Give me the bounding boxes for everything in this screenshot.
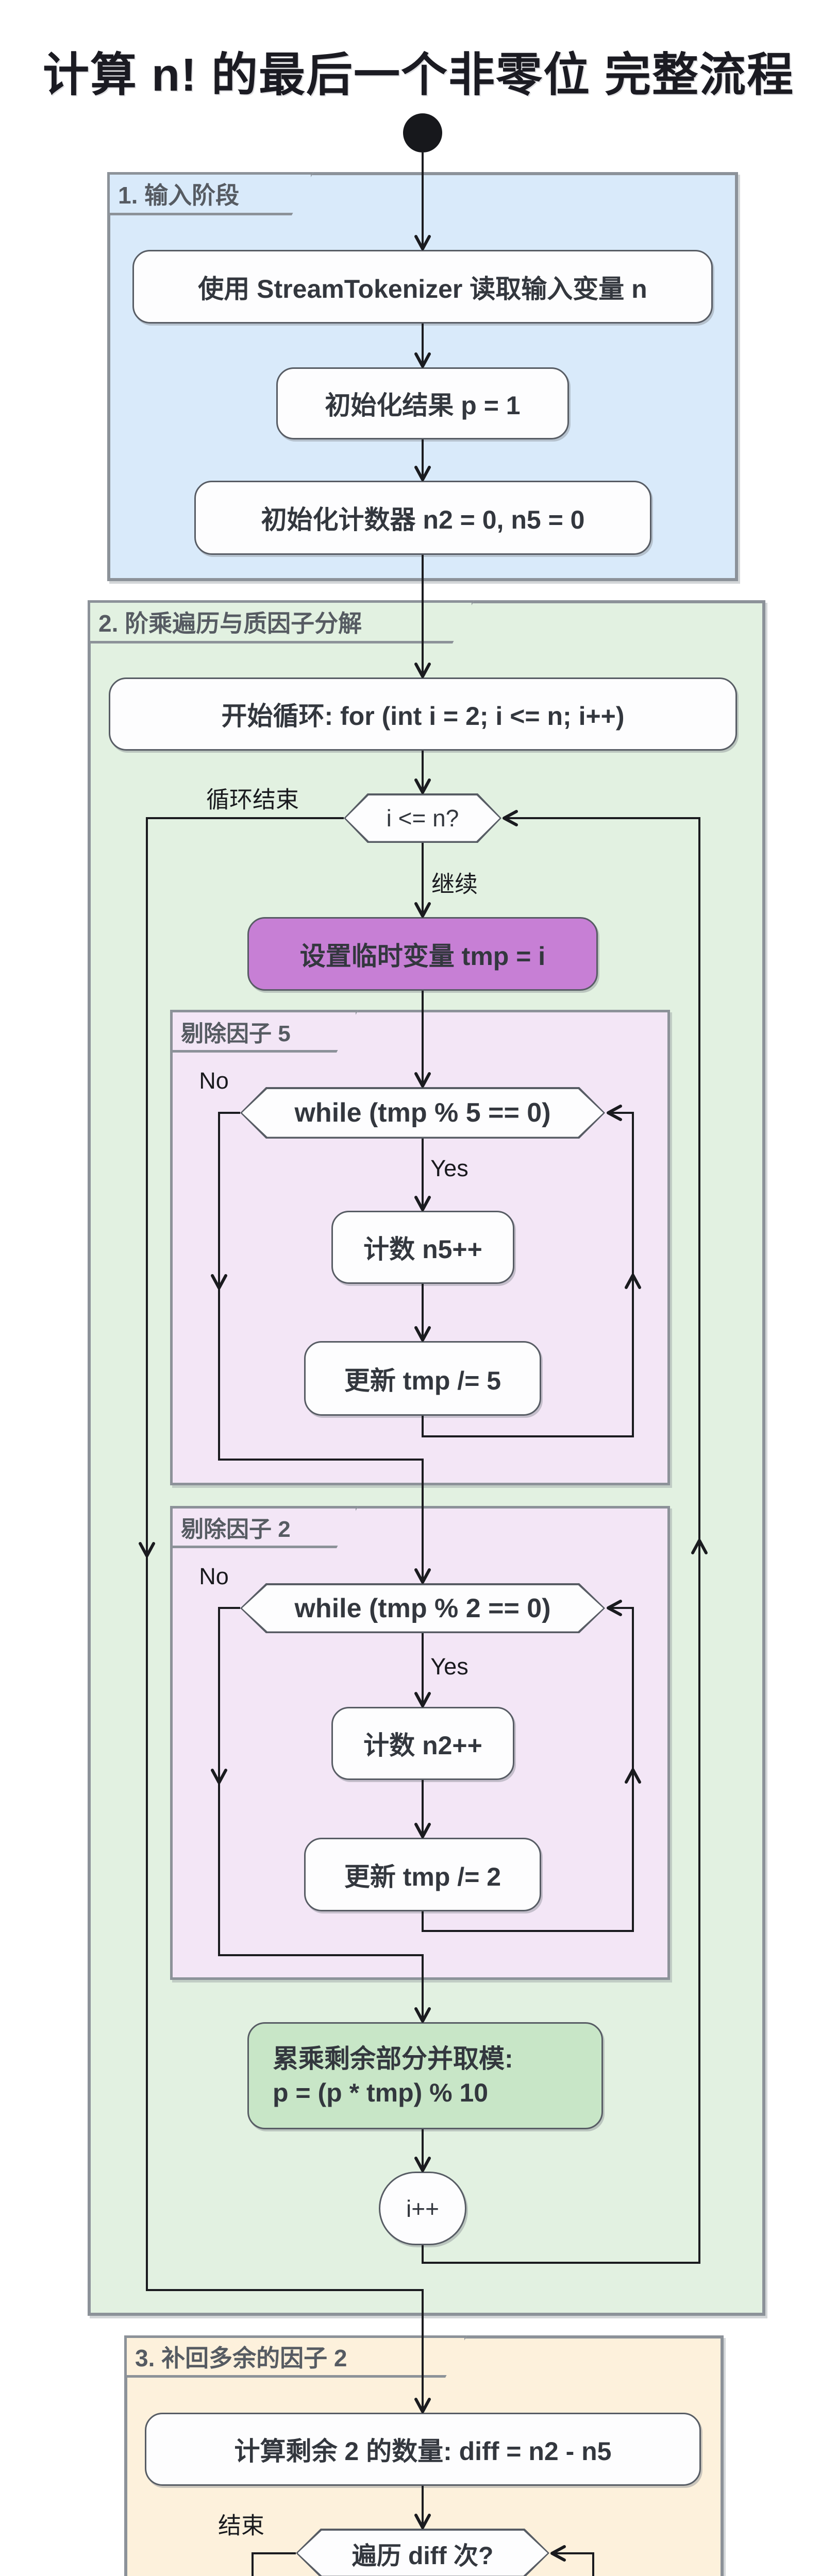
label-end: 结束: [217, 2512, 265, 2539]
node-set-tmp-label: 设置临时变量 tmp = i: [299, 941, 546, 971]
node-inc-i-label: i++: [406, 2195, 439, 2222]
node-init-counters-label: 初始化计数器 n2 = 0, n5 = 0: [261, 505, 585, 534]
node-update2-label: 更新 tmp /= 2: [344, 1862, 501, 1891]
node-modulo-line1: 累乘剩余部分并取模:: [273, 2044, 513, 2073]
decision-diff-label: 遍历 diff 次?: [351, 2542, 494, 2570]
node-init-p-label: 初始化结果 p = 1: [325, 391, 521, 420]
node-calc-diff: 计算剩余 2 的数量: diff = n2 - n5: [145, 2413, 701, 2486]
subgraph-strip2-label: 剔除因子 2: [181, 1517, 291, 1542]
node-count2: 计数 n2++: [331, 1707, 514, 1780]
decision-while5-label: while (tmp % 5 == 0): [294, 1098, 551, 1128]
node-count2-label: 计数 n2++: [363, 1731, 482, 1760]
node-read-input: 使用 StreamTokenizer 读取输入变量 n: [132, 250, 713, 324]
node-for-loop-label: 开始循环: for (int i = 2; i <= n; i++): [221, 702, 625, 731]
node-count5-label: 计数 n5++: [363, 1235, 482, 1264]
node-read-input-label: 使用 StreamTokenizer 读取输入变量 n: [198, 274, 647, 303]
node-modulo-label: 累乘剩余部分并取模: p = (p * tmp) % 10: [273, 2042, 513, 2110]
label-yes-2: Yes: [430, 1653, 468, 1680]
page-title: 计算 n! 的最后一个非零位 完整流程: [43, 49, 794, 101]
subgraph-strip2-tab: 剔除因子 2: [170, 1506, 358, 1548]
node-for-loop: 开始循环: for (int i = 2; i <= n; i++): [109, 677, 737, 751]
decision-while2-label: while (tmp % 2 == 0): [294, 1593, 551, 1623]
section-input-tab: 1. 输入阶段: [107, 172, 313, 215]
subgraph-strip5-tab: 剔除因子 5: [170, 1010, 358, 1053]
node-set-tmp: 设置临时变量 tmp = i: [247, 917, 598, 991]
decision-i-le-n: i <= n?: [344, 793, 501, 843]
node-init-p: 初始化结果 p = 1: [276, 367, 569, 439]
decision-diff-fill: [298, 2531, 548, 2576]
node-modulo: 累乘剩余部分并取模: p = (p * tmp) % 10: [247, 2022, 603, 2129]
decision-while2: while (tmp % 2 == 0): [240, 1583, 605, 1633]
node-count5: 计数 n5++: [331, 1211, 514, 1284]
label-continue-1: 继续: [431, 871, 478, 897]
section-factor-tab: 2. 阶乘遍历与质因子分解: [88, 600, 474, 643]
section-factor-label: 2. 阶乘遍历与质因子分解: [98, 610, 362, 637]
node-update5: 更新 tmp /= 5: [304, 1341, 541, 1416]
start-node: [403, 113, 442, 152]
node-inc-i: i++: [379, 2172, 466, 2245]
decision-i-le-n-label: i <= n?: [386, 805, 459, 832]
label-yes-5: Yes: [430, 1155, 468, 1181]
node-update5-label: 更新 tmp /= 5: [344, 1366, 501, 1395]
node-init-counters: 初始化计数器 n2 = 0, n5 = 0: [194, 481, 651, 555]
section-refill-label: 3. 补回多余的因子 2: [135, 2345, 347, 2371]
label-no-5: No: [199, 1067, 229, 1094]
node-calc-diff-label: 计算剩余 2 的数量: diff = n2 - n5: [234, 2437, 612, 2466]
node-modulo-line2: p = (p * tmp) % 10: [273, 2078, 489, 2107]
decision-diff: 遍历 diff 次?: [296, 2529, 549, 2576]
node-update2: 更新 tmp /= 2: [304, 1838, 541, 1911]
section-input-label: 1. 输入阶段: [118, 182, 240, 209]
decision-while5: while (tmp % 5 == 0): [240, 1087, 605, 1139]
section-refill-tab: 3. 补回多余的因子 2: [124, 2335, 467, 2378]
label-loop-end: 循环结束: [206, 786, 299, 813]
subgraph-strip5-label: 剔除因子 5: [181, 1021, 291, 1046]
label-no-2: No: [199, 1563, 229, 1589]
